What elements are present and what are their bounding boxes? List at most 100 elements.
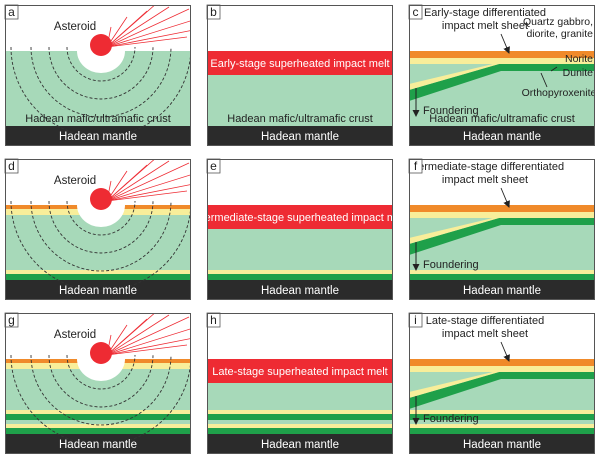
impact-ray (106, 184, 191, 202)
prior-layer (409, 424, 595, 428)
norite-layer (409, 58, 595, 64)
panel-f: Foundering Intermediate-stage differentia… (406, 158, 595, 300)
panel-letter: b (210, 5, 217, 19)
mantle (5, 126, 191, 146)
prior-layer (207, 414, 393, 420)
shock-wave-arc (30, 354, 172, 426)
mantle (409, 280, 595, 300)
mantle-label: Hadean mantle (463, 439, 541, 451)
dunite-layer (409, 64, 595, 101)
prior-layer (409, 274, 595, 280)
panel-border (5, 313, 191, 454)
shock-wave-arc (66, 354, 136, 390)
sheet-label-arrow (500, 187, 510, 208)
mantle-label: Hadean mantle (261, 439, 339, 451)
mantle (207, 126, 393, 146)
mantle-label: Hadean mantle (463, 131, 541, 143)
sheet-label-line2: impact melt sheet (442, 20, 528, 32)
panel-e: Intermediate-stage superheated impact me… (192, 158, 407, 300)
crust-label: Hadean mafic/ultramafic crust (25, 113, 171, 125)
shock-wave-arc (10, 354, 191, 446)
panel-border (207, 159, 393, 300)
mantle-label: Hadean mantle (59, 131, 137, 143)
sky (409, 313, 595, 359)
panel-border (5, 159, 191, 300)
mantle (207, 280, 393, 300)
prior-layer (5, 424, 191, 428)
impact-ray (106, 6, 170, 48)
asteroid-label: Asteroid (54, 175, 96, 187)
mantle (207, 434, 393, 454)
sheet-label-arrow (500, 341, 510, 362)
shock-wave-arc (66, 200, 136, 236)
sheet-label-arrow (500, 33, 510, 54)
impact-ray (106, 159, 156, 202)
granite-layer (409, 359, 595, 366)
prior-layer (5, 274, 191, 280)
prior-layer (409, 428, 595, 434)
panel-letter: a (8, 5, 15, 19)
sky (207, 313, 393, 359)
dunite-layer (409, 372, 595, 409)
panel-border (207, 313, 393, 454)
mantle-label: Hadean mantle (261, 285, 339, 297)
mantle-label: Hadean mantle (59, 439, 137, 451)
asteroid (90, 188, 112, 210)
impact-ray (106, 344, 188, 356)
panel-letter: f (414, 159, 418, 173)
melt-label: Intermediate-stage superheated impact me… (192, 212, 407, 224)
crater (77, 205, 125, 227)
foundering-yellow-edge (409, 371, 499, 398)
sky (409, 5, 595, 51)
foundering-yellow-edge (409, 217, 499, 244)
prior-layer (409, 270, 595, 274)
sheet-label-line2: impact melt sheet (442, 174, 528, 186)
impact-ray (106, 174, 191, 202)
sheet-label-line1: Intermediate-stage differentiated (406, 161, 564, 173)
panel-h: Late-stage superheated impact meltHadean… (206, 312, 393, 454)
prior-layer (207, 270, 393, 274)
panel-content: Early-stage superheated impact meltHadea… (207, 5, 393, 146)
orthopyroxenite-pointer (540, 72, 548, 88)
mantle (5, 434, 191, 454)
prior-layer (5, 428, 191, 434)
impact-ray (106, 190, 188, 202)
orthopyroxenite-label: Orthopyroxenite (522, 87, 597, 99)
foundering-label: Foundering (423, 259, 479, 271)
panel-border (409, 159, 595, 300)
panel-letter: h (210, 313, 217, 327)
mantle-label: Hadean mantle (261, 131, 339, 143)
crust-label: Hadean mafic/ultramafic crust (429, 113, 575, 125)
impact-ray (106, 8, 190, 48)
dunite-pointer (550, 66, 558, 72)
sky (207, 159, 393, 205)
superheated-melt-layer (207, 205, 393, 229)
norite-layer (409, 212, 595, 218)
shock-wave-arc (48, 46, 154, 100)
impact-ray (106, 162, 190, 202)
panel-content: Foundering Intermediate-stage differentia… (406, 159, 595, 300)
mantle (409, 126, 595, 146)
foundering-label: Foundering (423, 413, 479, 425)
panel-letter: i (414, 313, 417, 327)
impact-ray (106, 30, 191, 48)
impact-ray (106, 36, 188, 48)
shock-wave-arc (30, 200, 172, 272)
panel-b: Early-stage superheated impact meltHadea… (206, 4, 393, 146)
impact-ray (106, 314, 170, 356)
shock-wave-arc (48, 354, 154, 408)
panel-letter: e (210, 159, 217, 173)
panel-border (409, 313, 595, 454)
prior-layer (5, 270, 191, 274)
impact-ray (106, 338, 191, 356)
impact-ray (106, 328, 191, 356)
dunite-label: Dunite (563, 67, 594, 79)
sky (409, 159, 595, 205)
sheet-label-line1: Late-stage differentiated (426, 315, 544, 327)
